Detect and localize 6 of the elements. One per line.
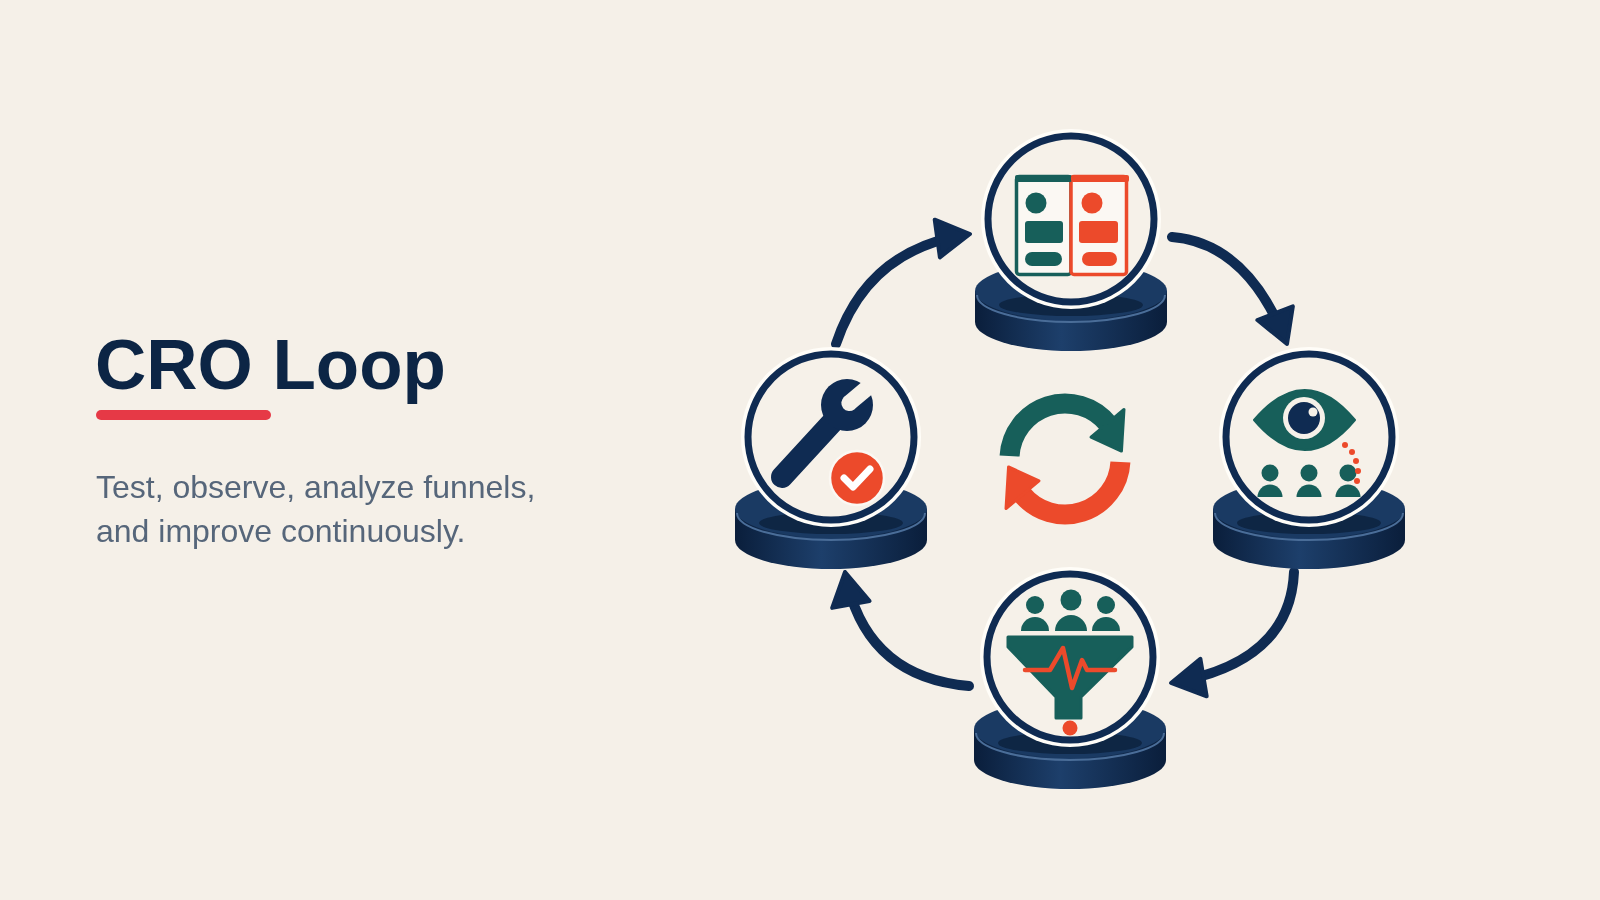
curved-arrow	[831, 219, 975, 349]
subtitle: Test, observe, analyze funnels, and improve continuously.	[96, 468, 537, 551]
curved-arrow	[1166, 567, 1299, 698]
curved-arrow	[1167, 232, 1294, 349]
title: CRO Loop	[95, 325, 446, 405]
curved-arrow	[831, 567, 974, 691]
